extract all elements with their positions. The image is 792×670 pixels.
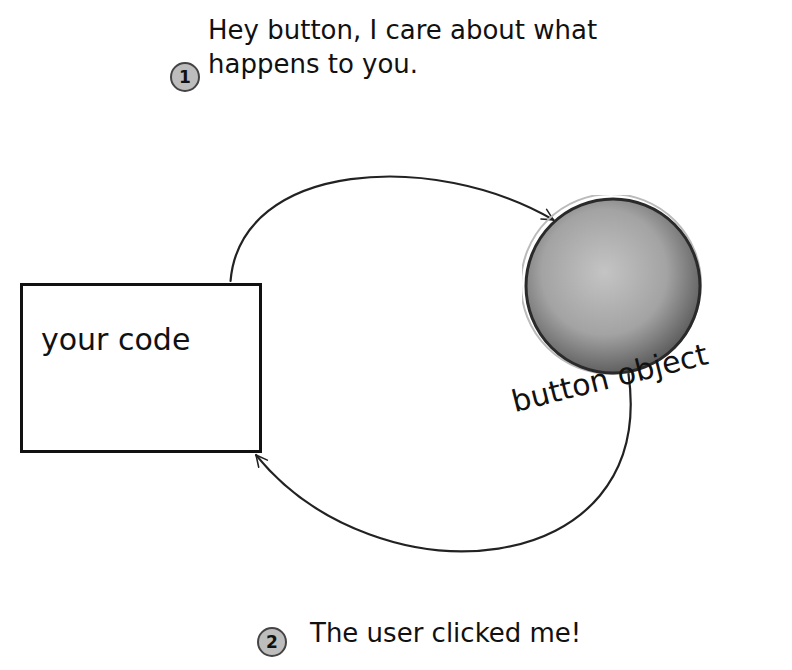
box-label: your code <box>41 322 190 357</box>
curved-arrow <box>231 177 554 281</box>
callout-number: 2 <box>257 627 287 657</box>
edge-label: Hey button, I care about what happens to… <box>208 14 608 82</box>
callout-number: 1 <box>170 62 200 92</box>
code-box: your code <box>20 283 262 453</box>
edge-label: The user clicked me! <box>310 617 670 651</box>
button-circle: button object <box>522 195 704 377</box>
